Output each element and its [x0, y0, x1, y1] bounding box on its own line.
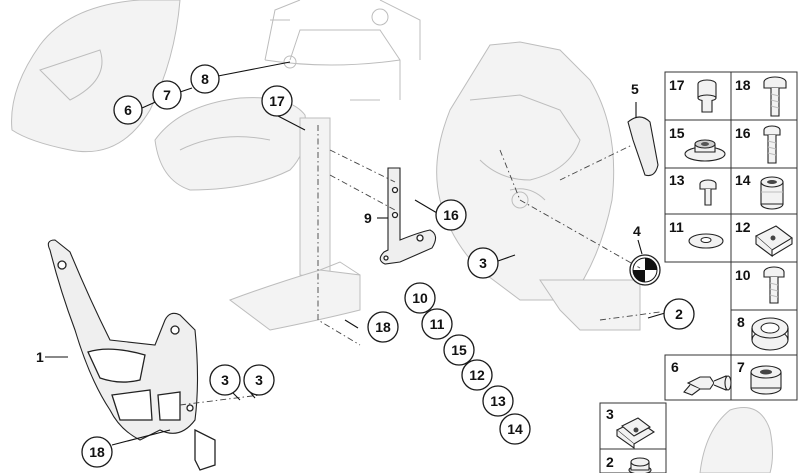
svg-text:16: 16	[443, 207, 459, 223]
grommet-2-drawing	[628, 457, 652, 473]
speed-nut-drawing	[615, 417, 656, 450]
callout-10: 10	[404, 282, 436, 314]
svg-text:8: 8	[201, 71, 209, 87]
screw-13-drawing	[699, 179, 717, 206]
svg-text:2: 2	[675, 306, 683, 322]
faint-background-parts	[11, 0, 773, 473]
clip-nut-12-drawing	[755, 225, 793, 258]
grid-label-18: 18	[735, 77, 751, 93]
label-1: 1	[36, 349, 44, 365]
lens-part	[627, 116, 659, 177]
rubber-bush-drawing	[760, 176, 784, 210]
parts-grid: 17 18 15 16 13 14 11 12 10 8 6 7 3 2	[599, 71, 798, 473]
svg-text:3: 3	[221, 372, 229, 388]
grid-label-16: 16	[735, 125, 751, 141]
grid-label-10: 10	[735, 267, 751, 283]
svg-text:12: 12	[469, 367, 485, 383]
grid-label-12: 12	[735, 219, 751, 235]
upper-frame	[264, 0, 421, 101]
svg-text:17: 17	[269, 93, 285, 109]
clamp-drawing	[751, 317, 789, 351]
svg-text:7: 7	[163, 87, 171, 103]
callout-17: 17	[261, 85, 293, 117]
svg-text:18: 18	[89, 444, 105, 460]
svg-text:15: 15	[451, 342, 467, 358]
callout-11: 11	[421, 308, 453, 340]
grid-label-3: 3	[606, 406, 614, 422]
svg-text:11: 11	[430, 316, 445, 332]
side-fairing	[436, 41, 615, 301]
emblem-part	[629, 254, 661, 286]
grommet-drawing	[684, 139, 726, 162]
callout-16: 16	[435, 199, 467, 231]
expanding-rivet-drawing	[683, 375, 732, 396]
lower-duct	[228, 269, 361, 331]
collar-screw-drawing	[697, 79, 717, 113]
assembly-lines	[179, 125, 661, 406]
grid-label-2: 2	[606, 454, 614, 470]
callouts: 6 7 8 17 16 3 10 18	[81, 64, 695, 468]
svg-text:14: 14	[507, 421, 523, 437]
callout-3-side: 3	[467, 247, 499, 279]
callout-3-right: 3	[243, 364, 275, 396]
grid-label-13: 13	[669, 172, 685, 188]
grid-label-6: 6	[671, 359, 679, 375]
small-bracket	[379, 167, 437, 265]
callout-18-center: 18	[367, 311, 399, 343]
inner-panel	[299, 117, 331, 281]
bottom-right-ghost	[699, 407, 773, 473]
bolt-18-drawing	[763, 76, 787, 117]
svg-text:18: 18	[375, 319, 391, 335]
upper-fairing-panel	[11, 0, 181, 153]
callout-8: 8	[190, 64, 220, 94]
callout-18-bottom: 18	[81, 436, 113, 468]
grid-label-14: 14	[735, 172, 751, 188]
bolt-10-drawing	[763, 266, 785, 304]
rubber-ring-drawing	[750, 365, 782, 395]
grid-label-17: 17	[669, 77, 685, 93]
callout-3-left: 3	[209, 364, 241, 396]
label-5: 5	[631, 81, 639, 97]
leader-lines	[45, 61, 666, 446]
callout-13: 13	[482, 385, 514, 417]
svg-text:6: 6	[124, 102, 132, 118]
grid-label-11: 11	[669, 219, 684, 235]
callout-6: 6	[113, 95, 143, 125]
grid-label-7: 7	[737, 359, 745, 375]
svg-text:3: 3	[479, 255, 487, 271]
svg-text:3: 3	[255, 372, 263, 388]
grid-label-8: 8	[737, 314, 745, 330]
screw-16-drawing	[763, 125, 781, 164]
svg-text:13: 13	[490, 393, 506, 409]
label-9: 9	[364, 210, 372, 226]
washer-drawing	[688, 233, 724, 249]
callout-14: 14	[499, 413, 531, 445]
label-4: 4	[633, 223, 641, 239]
callout-12: 12	[461, 359, 493, 391]
rear-bracket	[47, 239, 216, 471]
callout-2: 2	[663, 298, 695, 330]
callout-7: 7	[152, 80, 182, 110]
lower-side-panel	[539, 279, 641, 331]
svg-text:10: 10	[412, 290, 428, 306]
grid-label-15: 15	[669, 125, 685, 141]
plain-labels: 1 9 5 4	[36, 81, 641, 365]
callout-15: 15	[443, 334, 475, 366]
